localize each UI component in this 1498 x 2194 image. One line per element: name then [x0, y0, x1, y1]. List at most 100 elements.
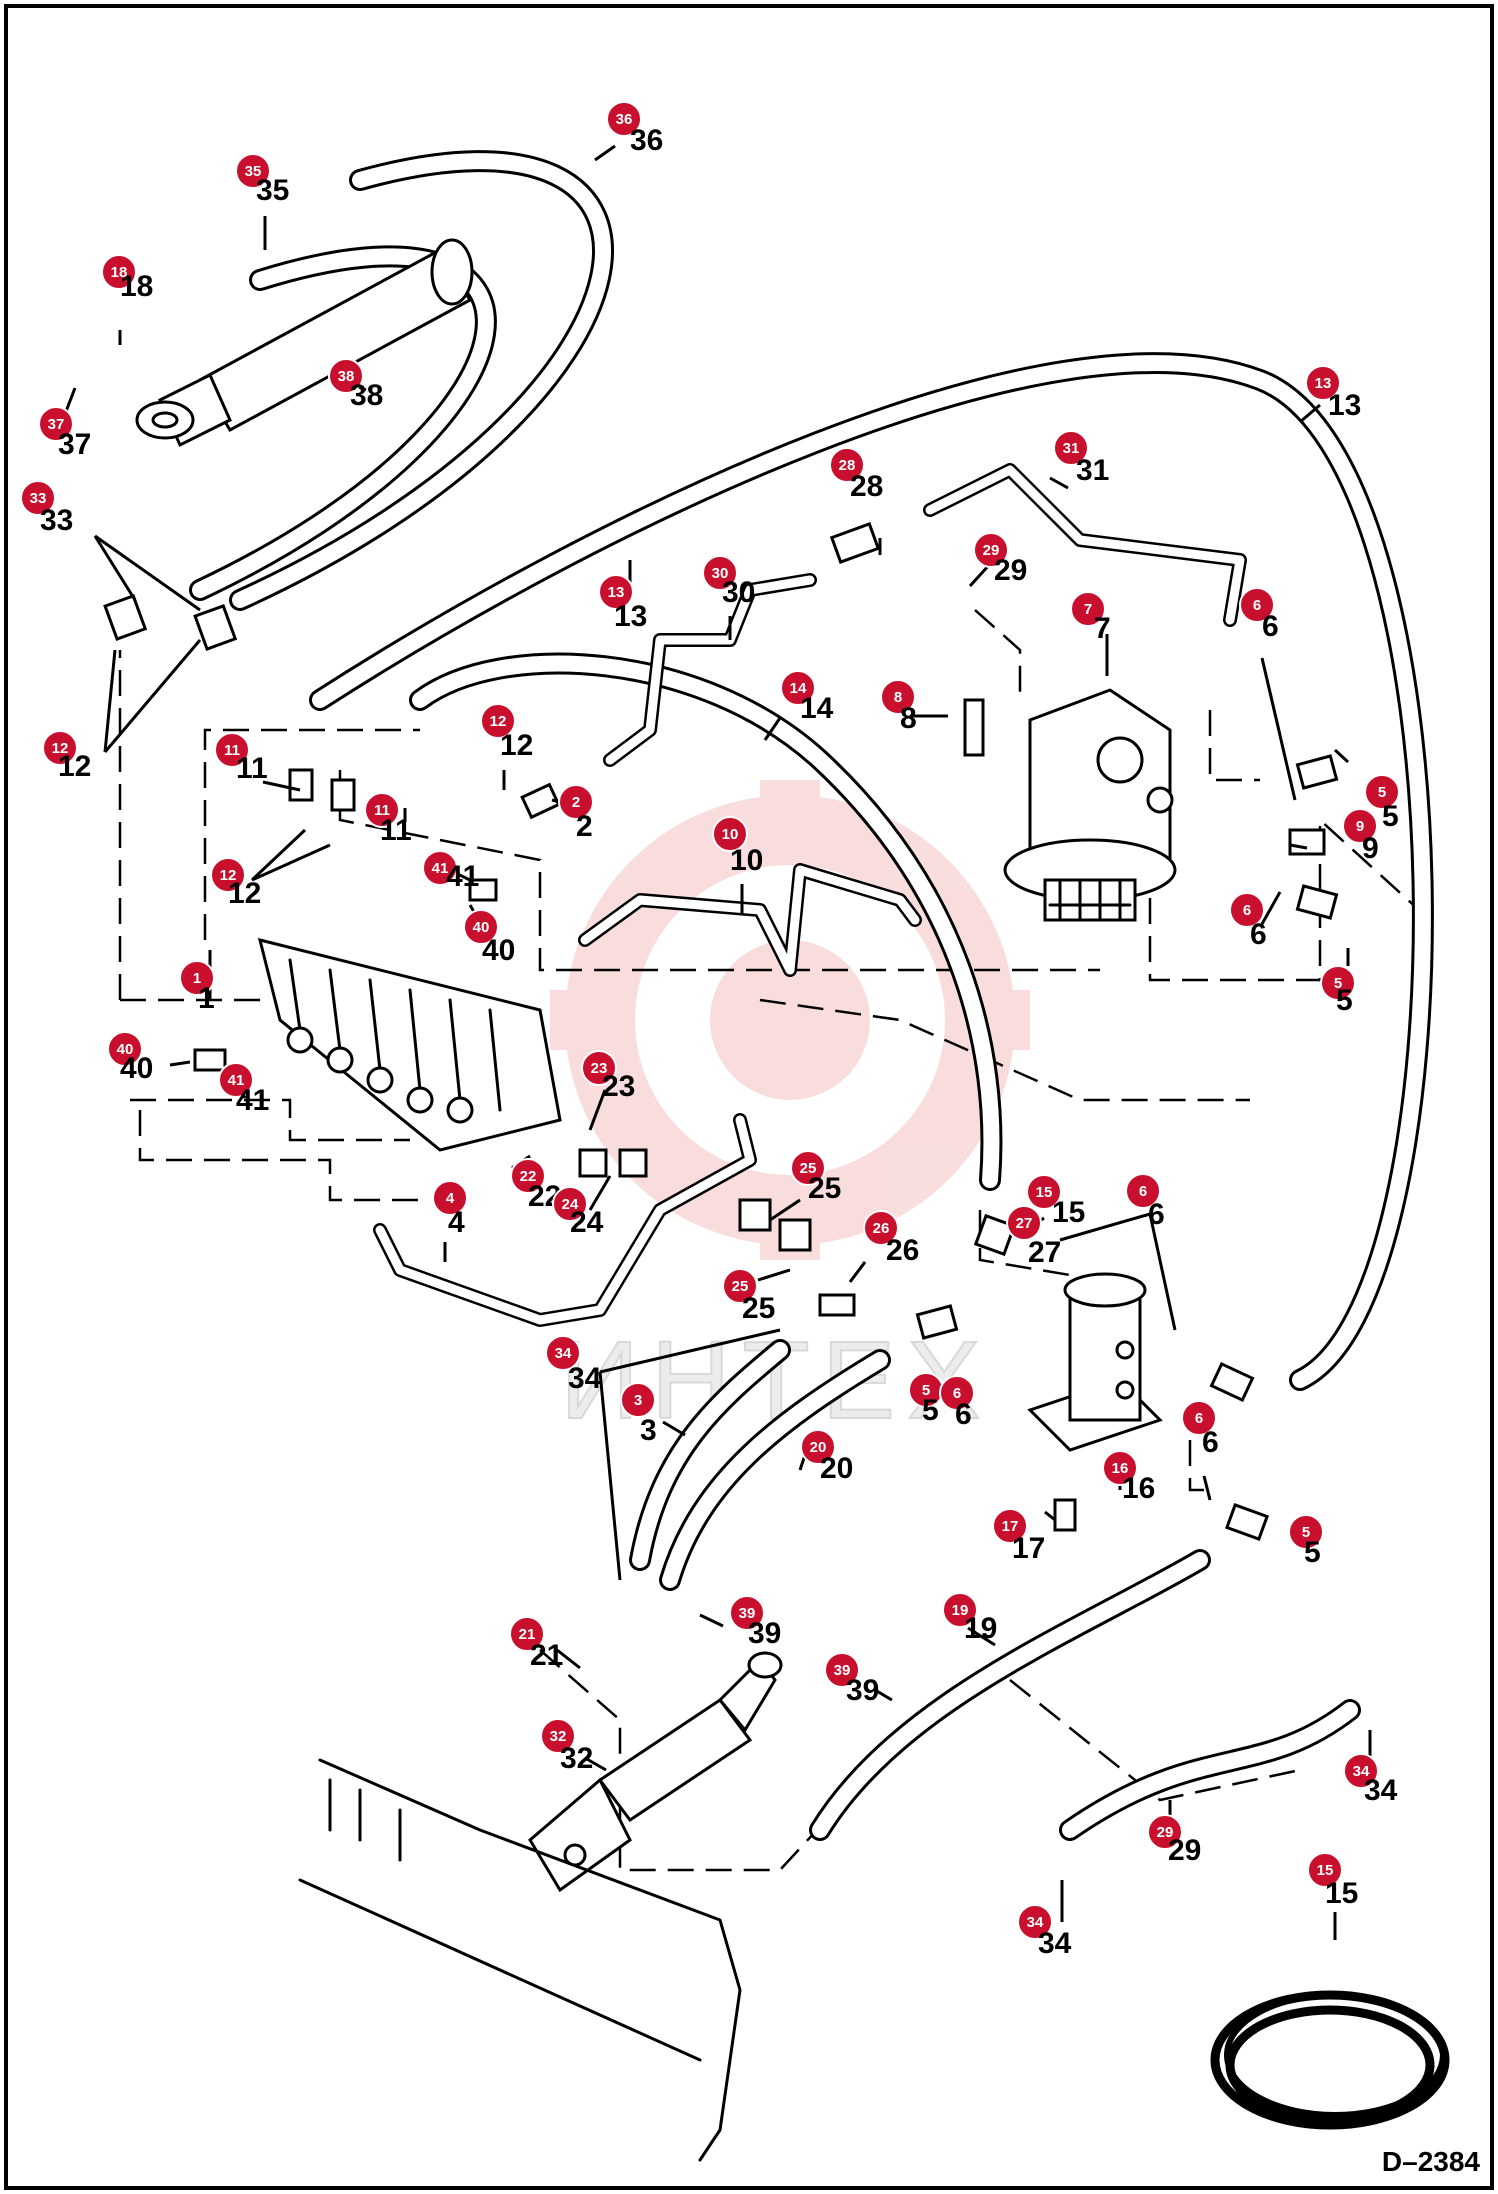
callout-6[interactable]: 66	[1229, 892, 1267, 951]
callout-badge[interactable]	[581, 1050, 617, 1086]
callout-9[interactable]: 99	[1342, 808, 1379, 865]
callout-badge[interactable]	[432, 1180, 468, 1216]
callout-badge[interactable]	[790, 1150, 826, 1186]
callout-badge[interactable]	[863, 1210, 899, 1246]
callout-badge[interactable]	[1229, 892, 1265, 928]
callout-4[interactable]: 44	[432, 1180, 468, 1239]
callout-badge[interactable]	[880, 679, 916, 715]
callout-badge[interactable]	[992, 1508, 1028, 1544]
callout-badge[interactable]	[973, 532, 1009, 568]
callout-badge[interactable]	[422, 850, 458, 886]
callout-6[interactable]: 66	[1125, 1173, 1165, 1231]
callout-badge[interactable]	[107, 1031, 143, 1067]
callout-badge[interactable]	[712, 816, 748, 852]
callout-3[interactable]: 33	[620, 1382, 657, 1447]
callout-badge[interactable]	[780, 670, 816, 706]
callout-badge[interactable]	[1053, 430, 1089, 466]
callout-5[interactable]: 55	[908, 1372, 944, 1427]
callout-badge[interactable]	[1026, 1174, 1062, 1210]
callout-badge[interactable]	[510, 1158, 546, 1194]
callout-badge[interactable]	[509, 1616, 545, 1652]
callout-1[interactable]: 11	[179, 960, 215, 1015]
callout-badge[interactable]	[1147, 1814, 1183, 1850]
callout-badge[interactable]	[824, 1652, 860, 1688]
callout-badge[interactable]	[1288, 1514, 1324, 1550]
callout-badge[interactable]	[1125, 1173, 1161, 1209]
callout-badge[interactable]	[729, 1595, 765, 1631]
callout-5[interactable]: 55	[1364, 774, 1400, 833]
callout-badge[interactable]	[1342, 808, 1378, 844]
callout-2[interactable]: 22	[558, 784, 594, 843]
callout-7[interactable]: 77	[1070, 591, 1111, 645]
callout-badge[interactable]	[598, 574, 634, 610]
callout-badge[interactable]	[364, 792, 400, 828]
callout-badge[interactable]	[1017, 1904, 1053, 1940]
callout-badge[interactable]	[1320, 965, 1356, 1001]
callout-badge[interactable]	[606, 101, 642, 137]
callout-6[interactable]: 66	[1239, 587, 1279, 643]
callout-badge[interactable]	[20, 480, 56, 516]
callout-badge[interactable]	[1070, 591, 1106, 627]
callout-6[interactable]: 66	[939, 1375, 975, 1431]
callout-5[interactable]: 55	[1288, 1514, 1324, 1569]
callout-badge[interactable]	[480, 703, 516, 739]
callout-badge[interactable]	[942, 1592, 978, 1628]
callout-badge[interactable]	[540, 1718, 576, 1754]
callout-badge[interactable]	[1181, 1400, 1217, 1436]
callout-badge[interactable]	[702, 555, 738, 591]
callout-badge[interactable]	[1102, 1450, 1138, 1486]
callout-badge[interactable]	[210, 857, 246, 893]
callout-badge[interactable]	[1239, 587, 1275, 623]
callout-5[interactable]: 55	[1320, 965, 1356, 1017]
callout-badge[interactable]	[1364, 774, 1400, 810]
callout-badge[interactable]	[214, 732, 250, 768]
callout-badge[interactable]	[42, 730, 78, 766]
callout-badge[interactable]	[179, 960, 215, 996]
callout-badge[interactable]	[1305, 365, 1341, 401]
callout-badge[interactable]	[1343, 1753, 1379, 1789]
callout-badge[interactable]	[558, 784, 594, 820]
callout-badge[interactable]	[829, 447, 865, 483]
callout-badge[interactable]	[101, 254, 137, 290]
callout-badge[interactable]	[463, 909, 499, 945]
